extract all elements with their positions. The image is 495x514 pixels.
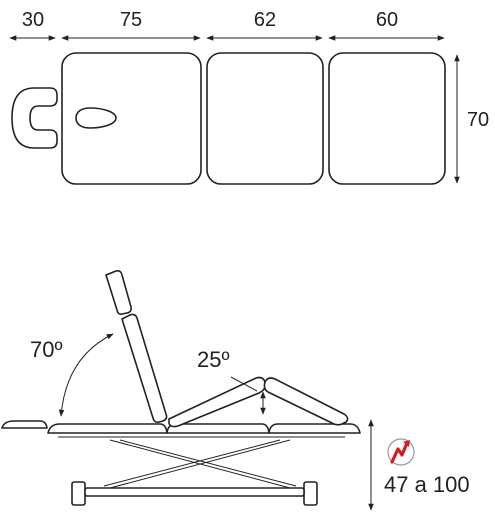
foot-section-width-label: 60 bbox=[376, 9, 398, 31]
leg-angle-label: 25º bbox=[197, 347, 230, 372]
leg-angle-leader bbox=[230, 376, 258, 392]
headrest-side bbox=[1, 420, 48, 429]
headrest-top bbox=[11, 87, 58, 149]
scissor-bar-d bbox=[103, 439, 281, 487]
middle-base-pad bbox=[166, 423, 270, 434]
top-view: 30 75 62 60 70 bbox=[9, 9, 489, 185]
side-view: 70º 25º 47 a 100 bbox=[1, 270, 470, 511]
back-section-width-label: 75 bbox=[120, 9, 142, 31]
leg-calf-pad bbox=[263, 377, 349, 426]
scissor-bar-b bbox=[119, 439, 297, 487]
base-foot-right bbox=[303, 481, 318, 506]
scissor-bar-c bbox=[109, 439, 291, 489]
face-hole bbox=[75, 107, 117, 129]
base-foot-left bbox=[71, 481, 86, 506]
backrest-lower-pad bbox=[121, 313, 168, 423]
backrest-upper-pad bbox=[105, 270, 132, 315]
middle-section-width-label: 62 bbox=[254, 9, 276, 31]
leg-thigh-pad bbox=[168, 376, 266, 428]
back-base-pad bbox=[47, 423, 168, 434]
electric-height-icon bbox=[387, 438, 415, 466]
backrest-angle-label: 70º bbox=[30, 337, 63, 362]
backrest-angle-arc bbox=[58, 333, 114, 417]
base-rail bbox=[84, 487, 305, 497]
headrest-width-label: 30 bbox=[22, 9, 44, 31]
foot-base-pad bbox=[268, 423, 361, 434]
middle-section-top bbox=[206, 52, 324, 185]
back-section-top bbox=[61, 52, 202, 185]
table-depth-label: 70 bbox=[467, 109, 489, 131]
height-range-label: 47 a 100 bbox=[384, 472, 470, 497]
foot-section-top bbox=[328, 52, 446, 185]
